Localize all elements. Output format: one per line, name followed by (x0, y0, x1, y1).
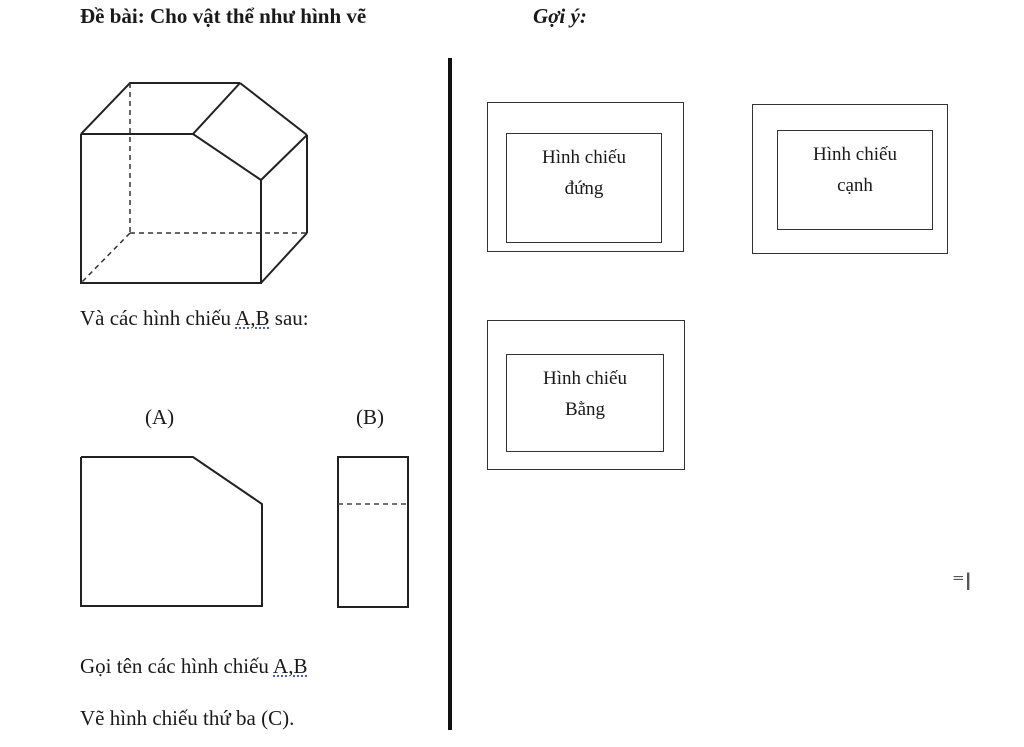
intro-text-content: Và các hình chiếu A,B sau: (80, 306, 309, 330)
side-view-box: Hình chiếu cạnh (752, 104, 948, 254)
side-view-line2: cạnh (837, 175, 873, 196)
top-view-line1: Hình chiếu (543, 368, 627, 389)
text-cursor-icon: ⁼I (952, 568, 972, 596)
problem-title: Đề bài: Cho vật thể như hình vẽ (80, 4, 367, 28)
hint-label: Gợi ý: (533, 4, 587, 28)
top-view-line2: Bằng (564, 399, 606, 420)
front-view-inner-box: Hình chiếu đứng (506, 133, 662, 243)
side-view-line1: Hình chiếu (813, 144, 897, 165)
object-3d-drawing (80, 82, 308, 284)
front-view-label: Hình chiếu đứng (542, 142, 626, 204)
top-view-label: Hình chiếu Bằng (543, 363, 627, 425)
question-2: Vẽ hình chiếu thứ ba (C). (80, 706, 295, 730)
vertical-divider (448, 58, 452, 730)
side-view-label: Hình chiếu cạnh (813, 139, 897, 201)
front-view-box: Hình chiếu đứng (487, 102, 684, 252)
label-b: (B) (356, 405, 384, 429)
question-1: Gọi tên các hình chiếu A,B (80, 654, 308, 678)
projection-a-drawing (80, 456, 263, 607)
front-view-line2: đứng (564, 178, 604, 199)
front-view-line1: Hình chiếu (542, 147, 626, 168)
label-a: (A) (145, 405, 175, 429)
projection-b-drawing (337, 456, 409, 608)
intro-text: Và các hình chiếu A,B sau: (80, 306, 309, 331)
side-view-inner-box: Hình chiếu cạnh (777, 130, 933, 230)
top-view-box: Hình chiếu Bằng (487, 320, 685, 470)
top-view-inner-box: Hình chiếu Bằng (506, 354, 664, 452)
